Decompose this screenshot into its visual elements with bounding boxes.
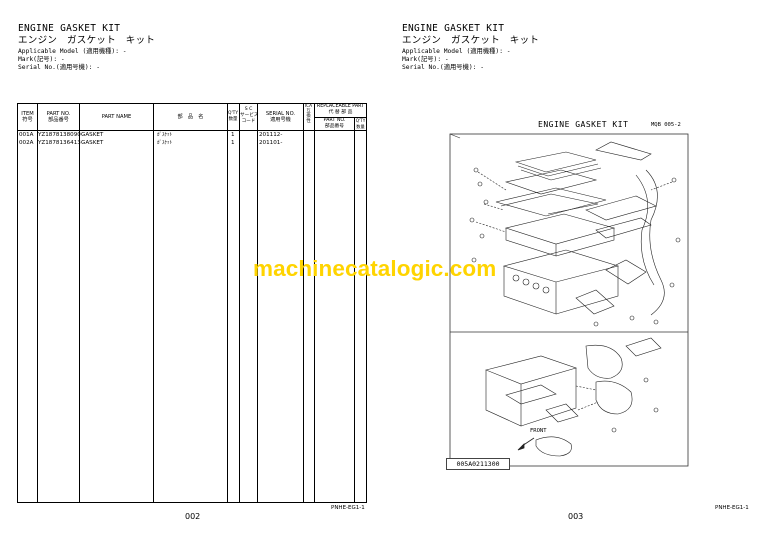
right-mark: Mark(記号): -	[402, 56, 449, 63]
header-rep-qty: Q'TY 数量	[355, 118, 366, 129]
parts-table: ITEM 符号 PART NO. 部品番号 PART NAME 部 品 名 Q'…	[17, 103, 367, 503]
right-page-number: 003	[568, 512, 584, 521]
right-footer-code: PNHE-EG1-1	[715, 505, 749, 511]
row-part-name: GASKET	[81, 140, 104, 146]
header-part-name: PART NAME	[101, 114, 132, 120]
front-label: FRONT	[530, 428, 547, 434]
drawing-number: 005A0211300	[446, 458, 510, 470]
row-item: 002A	[19, 140, 34, 146]
header-part-no: PART NO. 部品番号	[46, 111, 71, 123]
row-jp-name: ｶﾞｽｹｯﾄ	[157, 132, 173, 138]
left-mark: Mark(記号): -	[18, 56, 65, 63]
header-ica: ICA 互 換 性	[304, 104, 313, 124]
row-part-name: GASKET	[81, 132, 104, 138]
right-title-jp: エンジン ガスケット キット	[402, 35, 540, 46]
row-serial: 201112-	[259, 132, 283, 138]
header-jp-name: 部 品 名	[177, 114, 204, 120]
row-qty: 1	[231, 132, 235, 138]
header-qty: Q'TY 数量	[227, 111, 239, 122]
diagram-title: ENGINE GASKET KIT	[538, 120, 629, 129]
row-item: 001A	[19, 132, 34, 138]
header-item: ITEM 符号	[21, 111, 34, 123]
right-applicable-model: Applicable Model (適用機種): -	[402, 48, 511, 55]
row-part-no: YZ1878138090	[38, 132, 81, 138]
left-title-jp: エンジン ガスケット キット	[18, 35, 156, 46]
header-serial: SERIAL NO. 適用号機	[265, 111, 296, 123]
row-serial: 201101-	[259, 140, 283, 146]
exploded-parts-diagram: ENGINE GASKET KIT MQB 005-2 FRONT 005A02…	[446, 110, 690, 472]
left-footer-code: PNHE-EG1-1	[331, 505, 365, 511]
watermark-text: machinecatalogic.com	[253, 256, 497, 281]
right-serial-no: Serial No.(適用号機): -	[402, 64, 485, 71]
left-title-en: ENGINE GASKET KIT	[18, 23, 121, 34]
diagram-ref: MQB 005-2	[651, 122, 681, 128]
row-part-no: YZ1878136413	[38, 140, 81, 146]
row-jp-name: ｶﾞｽｹｯﾄ	[157, 140, 173, 146]
header-rep-part-no: PART NO. 部品番号	[323, 118, 346, 129]
left-serial-no: Serial No.(適用号機): -	[18, 64, 101, 71]
row-qty: 1	[231, 140, 235, 146]
left-applicable-model: Applicable Model (適用機種): -	[18, 48, 127, 55]
right-title-en: ENGINE GASKET KIT	[402, 23, 505, 34]
diagram-drawing	[449, 133, 689, 467]
header-replaceable: REPLACEABLE PART 代 替 部 品	[316, 104, 365, 115]
header-sc: S C サービス コード	[240, 107, 259, 124]
left-page-number: 002	[185, 512, 201, 521]
